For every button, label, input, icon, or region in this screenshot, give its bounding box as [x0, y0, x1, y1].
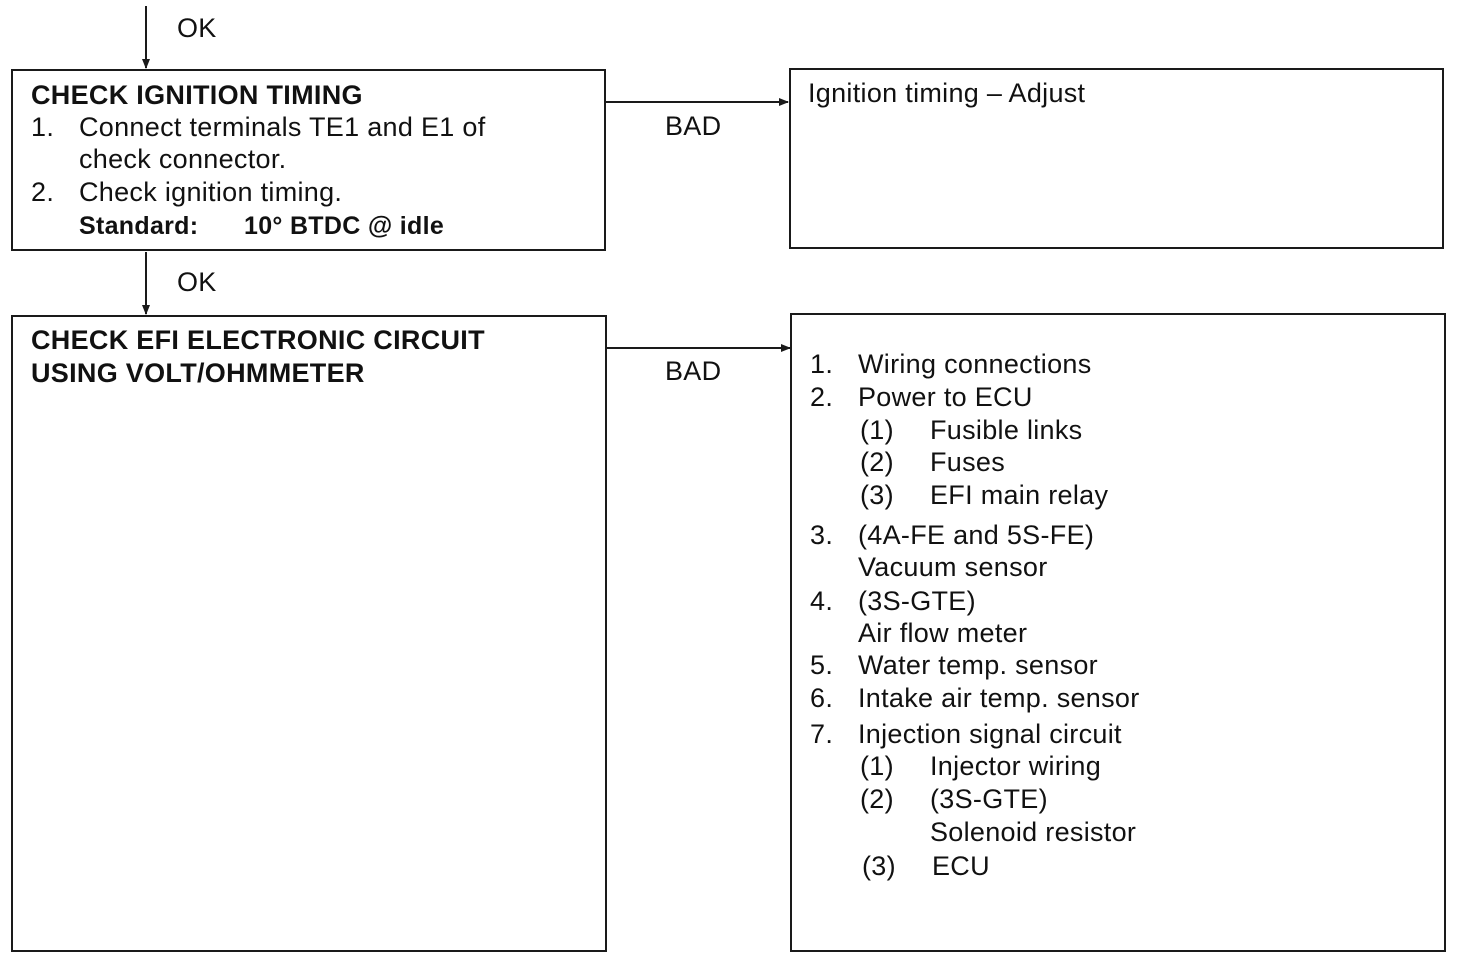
- checklist-num-4: 4.: [810, 586, 834, 616]
- checklist-text-4-cont: Air flow meter: [858, 618, 1028, 648]
- checklist-num-6: 6.: [810, 683, 834, 713]
- step1-item-1-text: Connect terminals TE1 and E1 of: [79, 112, 486, 142]
- checklist-num-2: 2.: [810, 382, 834, 412]
- checklist-sub-text-2-1: Fusible links: [930, 415, 1083, 445]
- checklist-num-1: 1.: [810, 349, 834, 379]
- checklist-sub-text-7-3: ECU: [932, 851, 990, 881]
- standard-label: Standard:: [79, 212, 199, 240]
- check-efi-circuit-box: [11, 315, 607, 952]
- efi-checklist-box: [790, 313, 1446, 952]
- checklist-sub-num-7-2: (2): [860, 784, 894, 814]
- ignition-adjust-box: [789, 68, 1444, 249]
- checklist-text-6: Intake air temp. sensor: [858, 683, 1140, 713]
- checklist-text-1: Wiring connections: [858, 349, 1092, 379]
- checklist-text-2: Power to ECU: [858, 382, 1033, 412]
- checklist-text-7: Injection signal circuit: [858, 719, 1122, 749]
- step1-title: CHECK IGNITION TIMING: [31, 80, 363, 110]
- checklist-text-3: (4A-FE and 5S-FE): [858, 520, 1095, 550]
- check-ignition-timing-box: [11, 69, 606, 251]
- checklist-sub-num-2-1: (1): [860, 415, 894, 445]
- checklist-sub-text-2-3: EFI main relay: [930, 480, 1109, 510]
- checklist-sub-text-7-1: Injector wiring: [930, 751, 1102, 781]
- ok-label-top: OK: [177, 13, 217, 43]
- checklist-text-4: (3S-GTE): [858, 586, 976, 616]
- checklist-sub-text-2-2: Fuses: [930, 447, 1006, 477]
- step1-item-2-text: Check ignition timing.: [79, 177, 343, 207]
- step2-title-line-2: USING VOLT/OHMMETER: [31, 358, 365, 388]
- bad-label-2: BAD: [665, 356, 722, 386]
- checklist-sub-num-7-1: (1): [860, 751, 894, 781]
- checklist-text-5: Water temp. sensor: [858, 650, 1098, 680]
- result1-text: Ignition timing – Adjust: [808, 78, 1086, 108]
- standard-value: 10° BTDC @ idle: [244, 212, 445, 240]
- checklist-num-5: 5.: [810, 650, 834, 680]
- step2-title-line-1: CHECK EFI ELECTRONIC CIRCUIT: [31, 325, 485, 355]
- checklist-sub-num-2-2: (2): [860, 447, 894, 477]
- ok-label-mid: OK: [177, 267, 217, 297]
- step1-item-1-num: 1.: [31, 112, 55, 142]
- checklist-num-7: 7.: [810, 719, 834, 749]
- checklist-sub-text-7-2: (3S-GTE): [930, 784, 1048, 814]
- checklist-num-3: 3.: [810, 520, 834, 550]
- step1-item-2-num: 2.: [31, 177, 55, 207]
- bad-label-1: BAD: [665, 111, 722, 141]
- checklist-sub-num-2-3: (3): [860, 480, 894, 510]
- step1-item-1-text-cont: check connector.: [79, 144, 287, 174]
- checklist-sub-text-7-2-cont: Solenoid resistor: [930, 817, 1137, 847]
- checklist-text-3-cont: Vacuum sensor: [858, 552, 1048, 582]
- checklist-sub-num-7-3: (3): [862, 851, 896, 881]
